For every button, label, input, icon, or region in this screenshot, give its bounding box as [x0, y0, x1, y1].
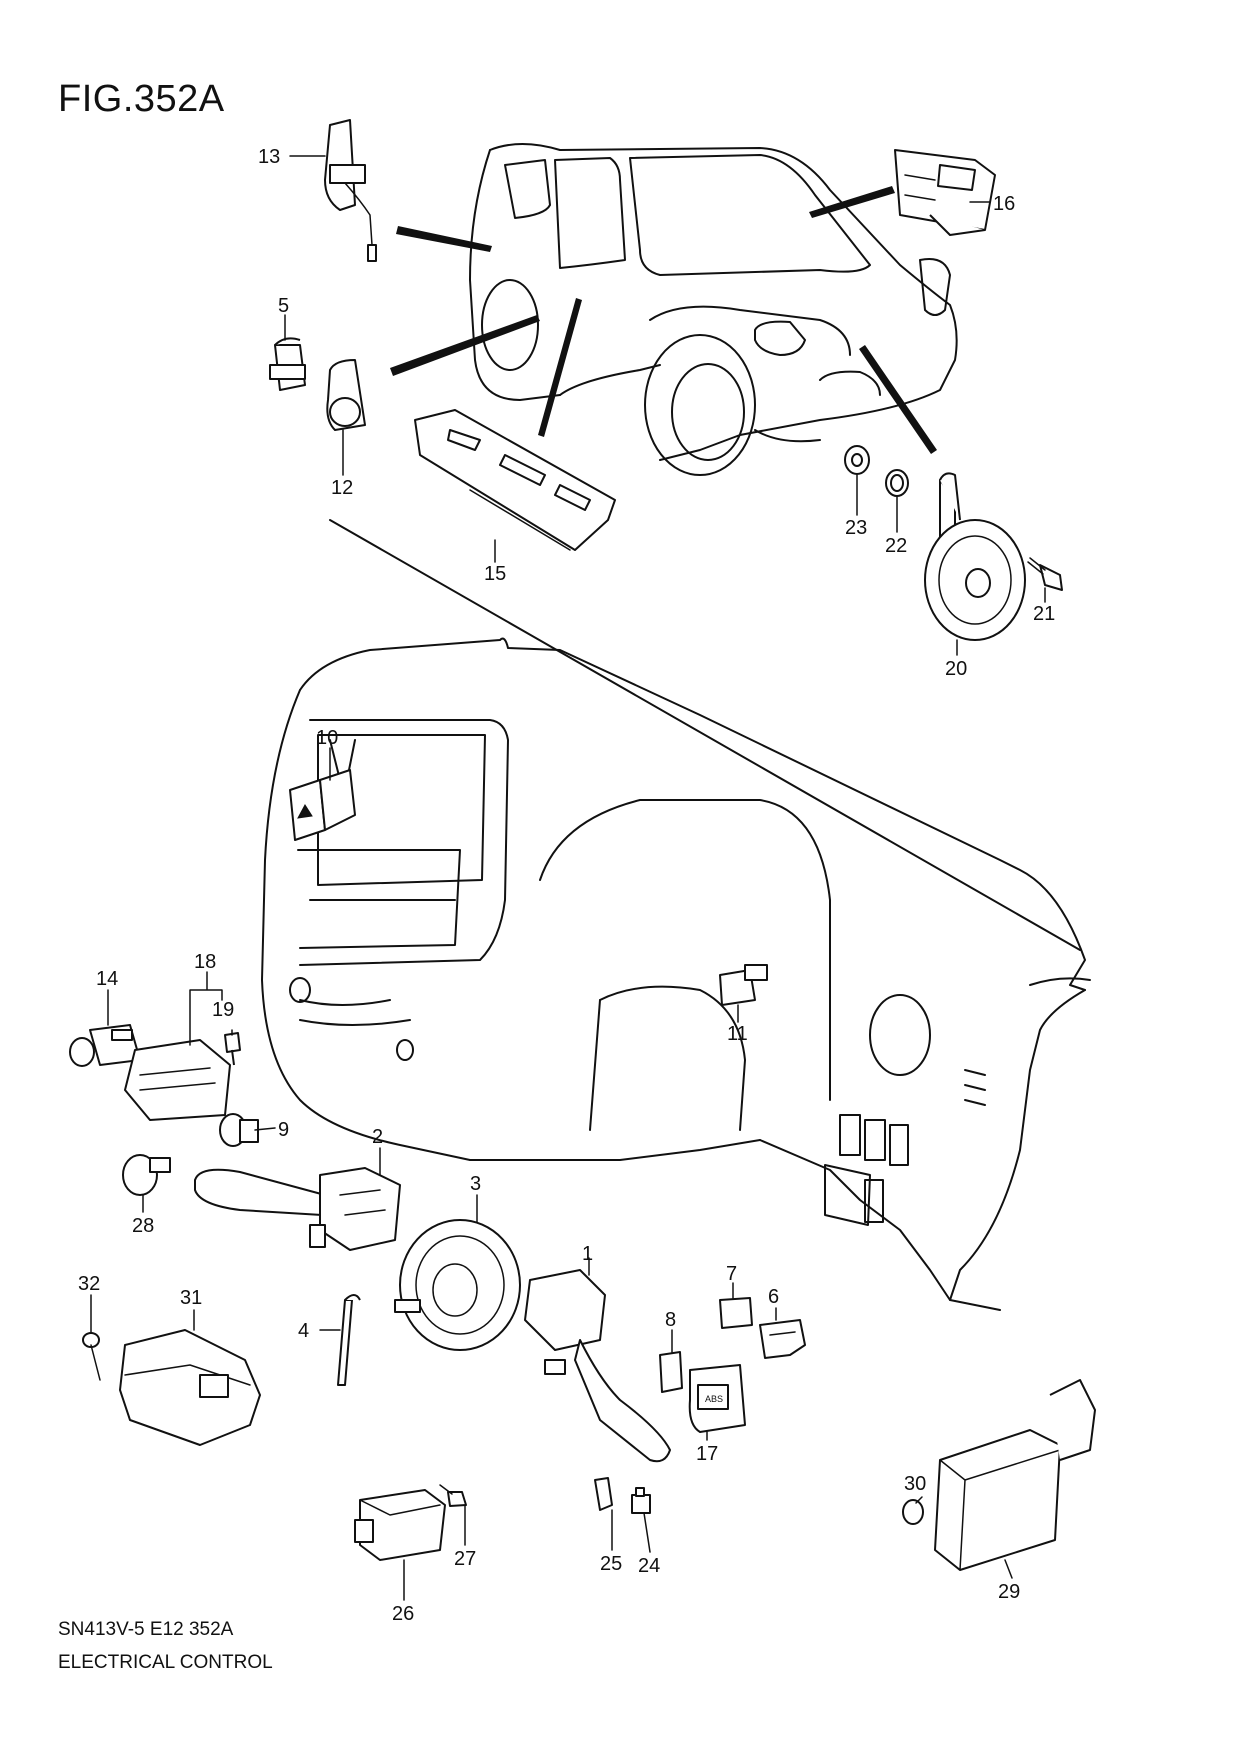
- figure-name: ELECTRICAL CONTROL: [58, 1652, 273, 1673]
- part-27-bolt: [439, 1484, 467, 1507]
- part-14-switch: [69, 1024, 141, 1067]
- part-31-airbag-control-module: [119, 1329, 261, 1446]
- part-10-hazard-switch: [289, 769, 356, 841]
- part-22-washer: [885, 469, 909, 497]
- part-29-control-module: [934, 1379, 1096, 1571]
- callout-27: 27: [454, 1548, 476, 1570]
- part-11-stop-lamp-switch: [719, 964, 768, 1006]
- part-2-wiper-switch: [194, 1167, 401, 1251]
- callout-28: 28: [132, 1215, 154, 1237]
- callout-19: 19: [212, 999, 234, 1021]
- callout-10: 10: [316, 727, 338, 749]
- part-3-contact-coil: [394, 1219, 521, 1351]
- part-12-switch: [326, 359, 366, 431]
- callout-24: 24: [638, 1555, 660, 1577]
- callout-13: 13: [258, 146, 280, 168]
- part-13-switch-bracket: [324, 119, 377, 262]
- part-1-combination-switch: [524, 1269, 671, 1463]
- callout-23: 23: [845, 517, 867, 539]
- callout-9: 9: [278, 1119, 289, 1141]
- abs-label: ABS: [705, 1394, 723, 1404]
- part-28-ignition-lamp: [122, 1154, 171, 1196]
- vehicle-illustration: [390, 143, 958, 476]
- part-4-tie-strap: [337, 1294, 361, 1386]
- callout-20: 20: [945, 658, 967, 680]
- part-15-power-window-master-switch: [414, 409, 616, 551]
- callout-18: 18: [194, 951, 216, 973]
- callout-14: 14: [96, 968, 118, 990]
- callout-26: 26: [392, 1603, 414, 1625]
- part-19-bulb: [224, 1032, 241, 1066]
- part-18-heater-control: [124, 1039, 231, 1121]
- callout-32: 32: [78, 1273, 100, 1295]
- callout-1: 1: [582, 1243, 593, 1265]
- leader-lines: [90, 155, 1046, 1601]
- callout-15: 15: [484, 563, 506, 585]
- dashboard-illustration: [261, 519, 1091, 1311]
- callout-4: 4: [298, 1320, 309, 1342]
- part-17-switch-panel: ABS: [688, 1364, 746, 1433]
- part-23-washer: [844, 445, 870, 475]
- part-7-relay: [719, 1297, 753, 1329]
- callout-22: 22: [885, 535, 907, 557]
- part-16-window-switch: [894, 149, 996, 236]
- callout-25: 25: [600, 1553, 622, 1575]
- callout-6: 6: [768, 1286, 779, 1308]
- part-6-switch: [759, 1319, 806, 1359]
- callout-2: 2: [372, 1126, 383, 1148]
- callout-7: 7: [726, 1263, 737, 1285]
- part-9-switch: [219, 1113, 259, 1147]
- callout-11: 11: [727, 1023, 748, 1045]
- part-24-connector: [631, 1487, 651, 1514]
- part-5-relay: [269, 337, 306, 391]
- callout-21: 21: [1033, 603, 1055, 625]
- callout-8: 8: [665, 1309, 676, 1331]
- figure-title: FIG.352A: [58, 78, 225, 120]
- part-26-relay-module: [354, 1489, 446, 1561]
- part-32-screw: [82, 1332, 101, 1381]
- callout-30: 30: [904, 1473, 926, 1495]
- figure-code: SN413V-5 E12 352A: [58, 1619, 234, 1640]
- callout-29: 29: [998, 1581, 1020, 1603]
- part-8-switch: [659, 1351, 683, 1393]
- callout-5: 5: [278, 295, 289, 317]
- part-20-horn: [924, 472, 1026, 641]
- callout-17: 17: [696, 1443, 718, 1465]
- part-30-nut: [902, 1499, 924, 1525]
- callout-3: 3: [470, 1173, 481, 1195]
- callout-12: 12: [331, 477, 353, 499]
- callout-16: 16: [993, 193, 1015, 215]
- part-21-bolt: [1027, 557, 1063, 591]
- callout-31: 31: [180, 1287, 202, 1309]
- part-25-clip: [594, 1477, 613, 1511]
- callout-numbers: 1 2 3 4 5 6 7 8 9 10 11 12 13 14 15 16 1…: [78, 146, 1055, 1625]
